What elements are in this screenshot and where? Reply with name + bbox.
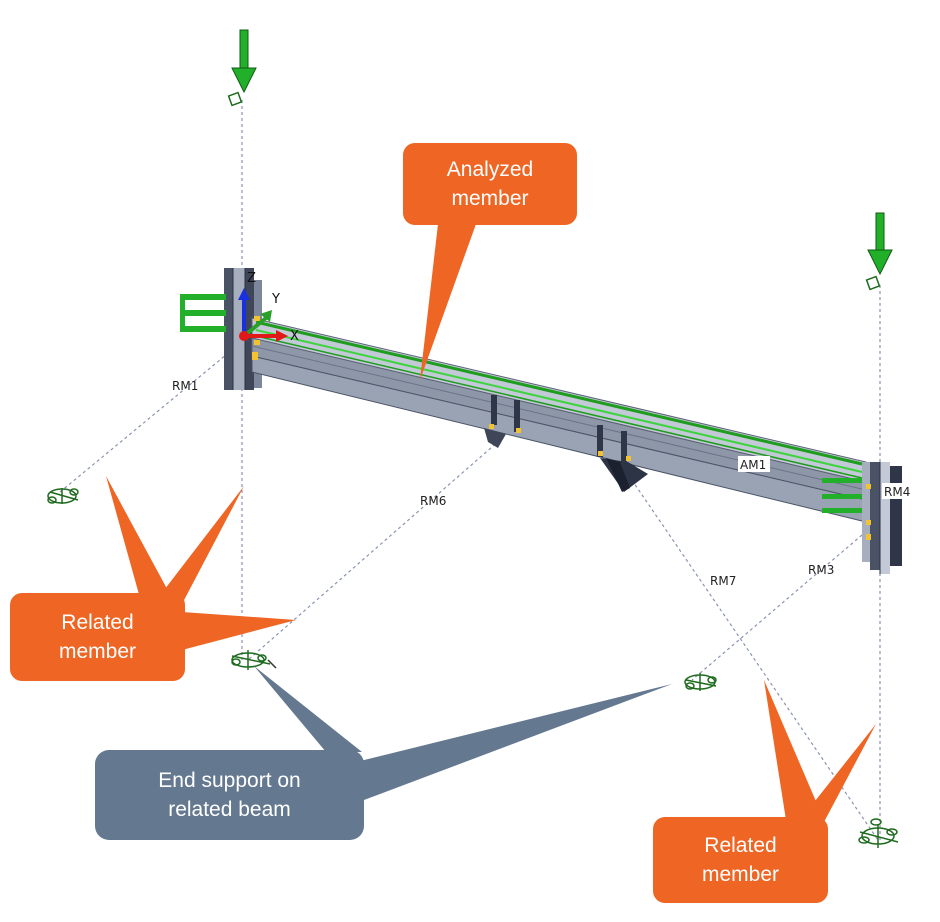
label-rm6: RM6 — [420, 494, 446, 508]
rm1-centerline — [59, 344, 239, 493]
axis-triad-icon: Z Y X — [238, 271, 299, 344]
label-rm7: RM7 — [710, 574, 736, 588]
callout-end-support — [95, 666, 672, 840]
axis-x-label: X — [290, 329, 299, 344]
callout-related-member-right-text: Related member — [701, 834, 780, 886]
left-end-connection — [180, 294, 260, 360]
rm3-centerline — [691, 534, 863, 681]
axis-y-label: Y — [271, 292, 280, 307]
support-pin-icon — [47, 488, 79, 504]
callout-related-member-left-text: Related member — [58, 611, 137, 663]
rm6-centerline — [247, 439, 501, 661]
member-labels: RM1 RM6 AM1 RM4 RM7 RM3 — [172, 379, 914, 588]
callout-analyzed-member-text: Analyzed member — [446, 158, 534, 210]
callout-analyzed-member — [403, 143, 577, 380]
callout-related-member-right — [653, 680, 876, 903]
analyzed-beam-am1 — [251, 317, 867, 523]
callout-related-member-left — [10, 476, 296, 681]
label-rm3: RM3 — [808, 563, 834, 577]
label-rm1: RM1 — [172, 379, 198, 393]
label-rm4: RM4 — [884, 485, 910, 499]
support-pin-icon — [231, 650, 277, 670]
callout-end-support-text: End support on related beam — [158, 769, 301, 821]
label-am1: AM1 — [740, 458, 766, 472]
load-arrow-icon — [231, 29, 257, 94]
support-pin-icon — [227, 91, 881, 291]
load-arrow-icon — [867, 212, 893, 276]
support-pin-icon — [858, 818, 899, 848]
column-right — [822, 462, 902, 574]
support-pin-icon — [684, 673, 717, 691]
axis-z-label: Z — [247, 271, 256, 286]
